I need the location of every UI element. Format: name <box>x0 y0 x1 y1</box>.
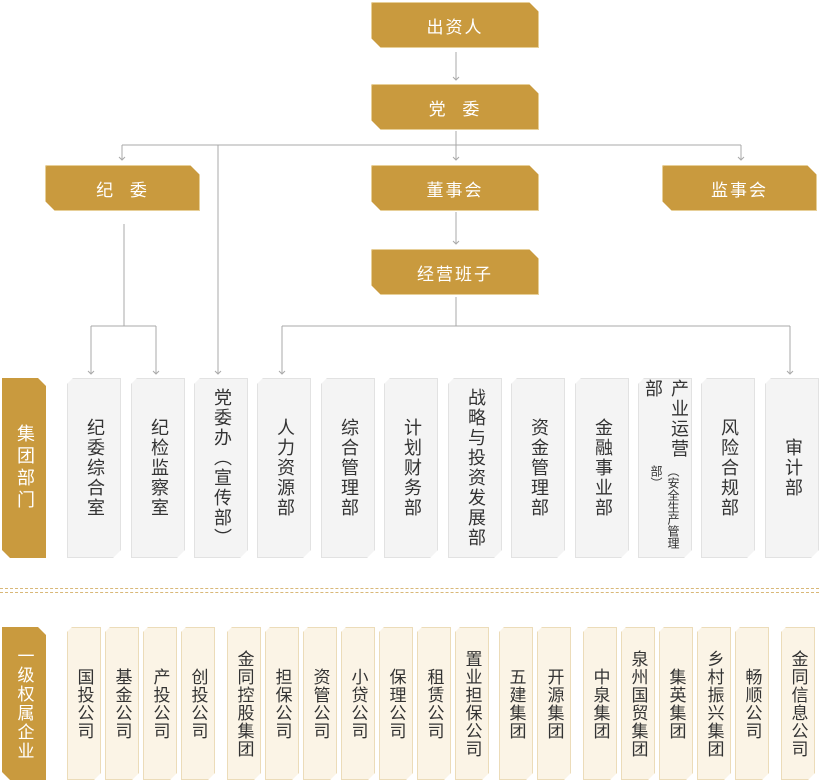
dept-box: 综合管理部 <box>321 378 375 558</box>
enterprise-box: 国投公司 <box>67 627 101 780</box>
dept-label: 综合管理部 <box>338 418 359 518</box>
section-enterprises: 一级权属企业 <box>2 627 46 780</box>
enterprise-label: 担保公司 <box>271 667 292 740</box>
section-enterprises-label: 一级权属企业 <box>13 646 34 761</box>
dept-label: 产业运营部 <box>642 379 689 459</box>
enterprise-box: 资管公司 <box>303 627 337 780</box>
dept-box: 党委办（宣传部） <box>194 378 248 558</box>
section-divider <box>0 592 819 593</box>
enterprise-box: 泉州国贸集团 <box>621 627 655 780</box>
enterprise-box: 创投公司 <box>181 627 215 780</box>
dept-box: 计划财务部 <box>384 378 438 558</box>
section-departments: 集团部门 <box>2 378 46 558</box>
management-box: 经营班子 <box>371 249 539 295</box>
enterprise-label: 乡村振兴集团 <box>703 649 724 758</box>
enterprise-label: 金同信息公司 <box>787 649 808 758</box>
enterprise-box: 五建集团 <box>499 627 533 780</box>
enterprise-label: 开源集团 <box>543 667 564 740</box>
dept-label: 资金管理部 <box>528 418 549 518</box>
supervisory-board-label: 监事会 <box>711 180 768 201</box>
party-committee-box: 党 委 <box>371 84 539 130</box>
dept-label: 人力资源部 <box>274 418 295 518</box>
enterprise-label: 创投公司 <box>187 667 208 740</box>
dept-box: 资金管理部 <box>511 378 565 558</box>
enterprise-box: 中泉集团 <box>583 627 617 780</box>
dept-label: 纪委综合室 <box>84 418 105 518</box>
enterprise-label: 五建集团 <box>505 667 526 740</box>
dept-label: 金融事业部 <box>592 418 613 518</box>
dept-box: 纪委综合室 <box>67 378 121 558</box>
dept-label: 风险合规部 <box>718 418 739 518</box>
enterprise-box: 基金公司 <box>105 627 139 780</box>
enterprise-box: 担保公司 <box>265 627 299 780</box>
board-label: 董事会 <box>426 180 484 201</box>
enterprise-box: 小贷公司 <box>341 627 375 780</box>
investor-label: 出资人 <box>426 17 484 38</box>
dept-box: 人力资源部 <box>257 378 311 558</box>
enterprise-label: 国投公司 <box>73 667 94 740</box>
dept-label: 计划财务部 <box>401 418 422 518</box>
enterprise-box: 开源集团 <box>537 627 571 780</box>
enterprise-box: 金同信息公司 <box>781 627 815 780</box>
enterprise-label: 保理公司 <box>385 667 406 740</box>
section-departments-label: 集团部门 <box>14 424 35 512</box>
enterprise-label: 资管公司 <box>309 667 330 740</box>
enterprise-label: 畅顺公司 <box>741 667 762 740</box>
enterprise-box: 置业担保公司 <box>455 627 489 780</box>
enterprise-label: 集英集团 <box>665 667 686 740</box>
party-committee-label: 党 委 <box>428 99 482 120</box>
section-divider <box>0 588 819 589</box>
enterprise-label: 金同控股集团 <box>233 649 254 758</box>
discipline-committee-label: 纪 委 <box>96 180 149 201</box>
dept-label: 纪检监察室 <box>148 418 169 518</box>
dept-box: 金融事业部 <box>575 378 629 558</box>
enterprise-box: 乡村振兴集团 <box>697 627 731 780</box>
dept-label: 战略与投资发展部 <box>465 388 486 548</box>
enterprise-box: 集英集团 <box>659 627 693 780</box>
enterprise-label: 产投公司 <box>149 667 170 740</box>
board-box: 董事会 <box>371 165 539 211</box>
investor-box: 出资人 <box>371 2 539 48</box>
enterprise-box: 金同控股集团 <box>227 627 261 780</box>
discipline-committee-box: 纪 委 <box>45 165 200 211</box>
enterprise-label: 基金公司 <box>111 667 132 740</box>
dept-box: 纪检监察室 <box>131 378 185 558</box>
dept-sublabel: （安全生产管理部） <box>649 464 680 549</box>
enterprise-box: 产投公司 <box>143 627 177 780</box>
enterprise-label: 泉州国贸集团 <box>627 649 648 758</box>
dept-box: 风险合规部 <box>701 378 755 558</box>
enterprise-label: 置业担保公司 <box>461 649 482 758</box>
dept-box: 产业运营部 （安全生产管理部） <box>638 378 692 558</box>
dept-label: 党委办（宣传部） <box>211 388 232 548</box>
enterprise-box: 保理公司 <box>379 627 413 780</box>
supervisory-board-box: 监事会 <box>662 165 817 211</box>
dept-box: 审计部 <box>765 378 819 558</box>
enterprise-box: 畅顺公司 <box>735 627 769 780</box>
dept-label: 审计部 <box>782 438 803 498</box>
enterprise-label: 租赁公司 <box>423 667 444 740</box>
dept-box: 战略与投资发展部 <box>448 378 502 558</box>
enterprise-label: 中泉集团 <box>589 667 610 740</box>
enterprise-box: 租赁公司 <box>417 627 451 780</box>
management-label: 经营班子 <box>417 264 493 285</box>
enterprise-label: 小贷公司 <box>347 667 368 740</box>
